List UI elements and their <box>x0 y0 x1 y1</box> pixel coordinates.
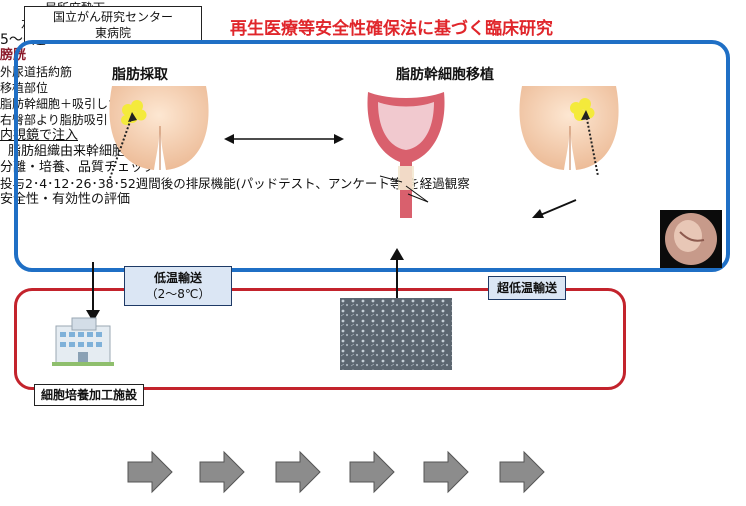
institution-name: 国立がん研究センター <box>52 10 173 24</box>
low-temp-transport-box: 低温輸送 （2〜8℃） <box>124 266 232 306</box>
progress-arrow-2 <box>199 450 245 494</box>
left-buttocks-illustration <box>109 86 209 179</box>
bladder-illustration <box>367 92 445 218</box>
institution-hospital: 東病院 <box>94 26 131 40</box>
cell-culture-micrograph <box>340 298 452 370</box>
progress-arrow-1 <box>127 450 173 494</box>
clinical-site-frame <box>14 40 730 272</box>
down-arrow-to-facility <box>86 262 100 322</box>
building-icon <box>52 317 114 366</box>
sphincter-label: 外尿道括約筋 <box>0 65 73 79</box>
injection-label: 脂肪幹細胞＋吸引した脂肪 <box>0 97 145 111</box>
right-buttocks-illustration <box>519 86 619 177</box>
site-pointer <box>405 185 429 203</box>
facility-label: 細胞培養加工施設 <box>34 384 145 406</box>
followup-text: 投与2･4･12･26･38･52週間後の排尿機能(パッドテスト、アンケート等)… <box>0 176 470 191</box>
evaluation-text: 安全性・有効性の評価 <box>0 192 131 207</box>
progress-arrow-5 <box>423 450 469 494</box>
progress-arrow-3 <box>275 450 321 494</box>
endoscope-label: 内視鏡で注入 <box>0 128 79 143</box>
progress-arrow-6 <box>499 450 545 494</box>
progress-arrow-4 <box>349 450 395 494</box>
up-arrow-to-clinic <box>390 248 404 298</box>
endoscope-image <box>660 210 722 268</box>
institution-box: 国立がん研究センター 東病院 <box>24 6 202 44</box>
transplant-heading: 脂肪幹細胞移植 <box>396 67 494 83</box>
page-title: 再生医療等安全性確保法に基づく臨床研究 <box>230 19 553 39</box>
sphincter-pointer <box>379 175 403 183</box>
ultra-low-transport-box: 超低温輸送 <box>488 276 567 300</box>
facility-process: 脂肪組織由来幹細胞 分離・培養、品質チェック <box>0 144 157 175</box>
interval-double-arrow <box>224 134 344 144</box>
site-label: 移植部位 <box>0 81 49 95</box>
facility-frame <box>14 288 626 390</box>
right-hip-caption: 右臀部より脂肪吸引 <box>0 113 108 127</box>
left-pointing-arrow <box>532 199 577 218</box>
harvest-heading: 脂肪採取 <box>112 67 168 83</box>
